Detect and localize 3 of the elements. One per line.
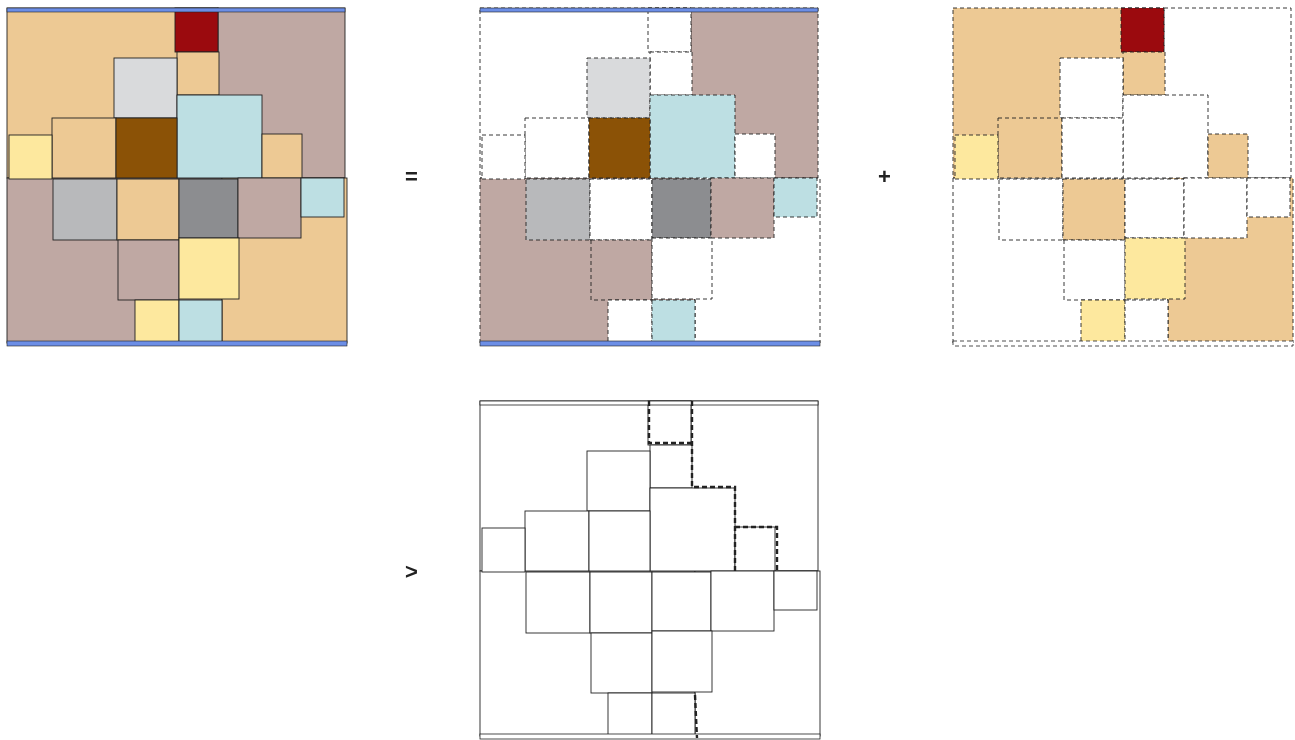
operator-label: = [405, 166, 418, 188]
operator-label: > [405, 561, 418, 583]
operator-label: + [878, 166, 891, 188]
